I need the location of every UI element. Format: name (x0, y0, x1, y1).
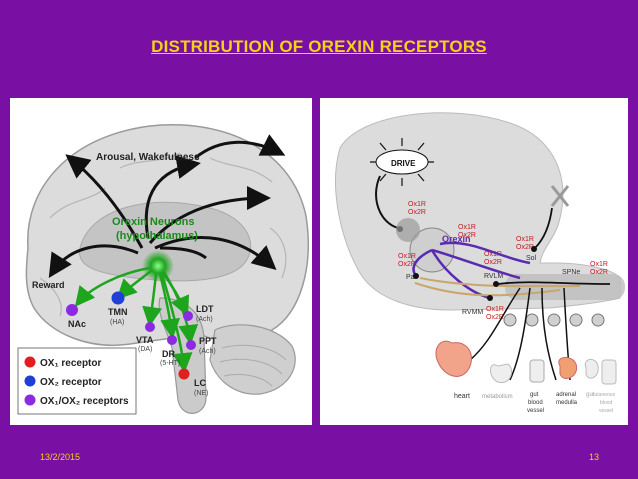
tmn-label: TMN (108, 307, 128, 317)
ldt-label: LDT (196, 304, 214, 314)
orexin-label: Orexin (442, 234, 471, 244)
heart-organ (435, 340, 472, 377)
orexin-label-2: (hypothalamus) (116, 230, 198, 242)
ppt-sub-label: (Ach) (199, 348, 216, 355)
cutaneous-label-3: vessel (599, 408, 613, 414)
adrenal-label-2: medulla (556, 400, 578, 406)
ox2r-label-a: Ox2R (408, 209, 426, 216)
corpus-shape (79, 201, 252, 282)
ppt-node (186, 340, 196, 350)
ox1r-label-b: Ox1R (458, 224, 476, 231)
tmn-node (111, 291, 125, 305)
sol-label: Sol (526, 255, 537, 262)
heart-label: heart (454, 393, 470, 400)
lc-sub-label: (NE) (194, 390, 208, 397)
metabolism-organ (490, 363, 513, 384)
orexin-neuron-glow (142, 250, 174, 282)
ox2r-label-g: Ox2R (590, 269, 608, 276)
vta-label: VTA (136, 335, 154, 345)
ox1r-label-c: Ox1R (398, 253, 416, 260)
vta-node (145, 322, 155, 332)
legend-ox2-label: OX₂ receptor (40, 377, 102, 388)
rvmm-label: RVMM (462, 309, 483, 316)
cutaneous-organ (601, 359, 617, 385)
brain-diagram: Arousal, Wakefulness Orexin Neurons (hyp… (17, 124, 309, 415)
receptor-legend: OX₁ receptor OX₂ receptor OX₁/OX₂ recept… (17, 347, 137, 415)
pa-label: Pa (406, 274, 415, 281)
x-mark-shape (550, 185, 570, 207)
lc-node (178, 368, 190, 380)
cutaneous-label-1: cutaneous (592, 392, 616, 398)
drive-burst: DRIVE (370, 138, 434, 186)
adrenal-label-1: adrenal (556, 392, 576, 398)
legend-ox12-marker (24, 394, 36, 406)
ox1r-label-g: Ox1R (590, 261, 608, 268)
ldt-node (183, 311, 193, 321)
drive-label: DRIVE (391, 159, 416, 168)
gut-vessel-organ (529, 359, 545, 383)
dr-node (167, 335, 177, 345)
nac-label: NAc (68, 319, 86, 329)
dr-sub-label: (5-HT) (160, 360, 180, 367)
lc-label: LC (194, 378, 206, 388)
ox2r-label-c: Ox2R (398, 261, 416, 268)
vta-sub-label: (DA) (138, 346, 152, 353)
page-number: 13 (589, 452, 600, 462)
dr-label: DR (162, 349, 175, 359)
legend-ox1-marker (24, 356, 36, 368)
ox2r-label-e: Ox2R (486, 314, 504, 321)
ox1r-label-e: Ox1R (486, 306, 504, 313)
gut-label-1: gut (530, 392, 539, 398)
nac-node (66, 304, 78, 316)
spn-label: SPNe (562, 269, 580, 276)
gut-b-label: gut (586, 392, 595, 398)
cerebellum-shape (209, 324, 296, 395)
footer-date: 13/2/2015 (40, 452, 81, 462)
gut-label-2: blood (528, 400, 543, 406)
ppt-label: PPT (199, 336, 217, 346)
legend-ox12-label: OX₁/OX₂ receptors (40, 396, 129, 407)
autonomic-diagram-panel: DRIVE Orexin Ox1R Ox2R Ox1R Ox2R Ox1R Ox… (320, 98, 628, 425)
orexin-label-1: Orexin Neurons (112, 216, 195, 228)
adrenal-organ (558, 357, 578, 379)
ganglia-row (503, 313, 605, 327)
reward-label: Reward (32, 280, 65, 290)
ox1r-label-d: Ox1R (484, 251, 502, 258)
autonomic-diagram: DRIVE Orexin Ox1R Ox2R Ox1R Ox2R Ox1R Ox… (335, 112, 625, 414)
legend-ox1-label: OX₁ receptor (40, 358, 101, 369)
tmn-sub-label: (HA) (110, 319, 124, 326)
gut-b-organ (584, 359, 599, 379)
metabolism-label: metabolism (482, 394, 513, 400)
ox2r-label-d: Ox2R (484, 259, 502, 266)
rvlm-label: RVLM (484, 273, 503, 280)
arousal-label: Arousal, Wakefulness (96, 152, 200, 163)
ox1r-label-a: Ox1R (408, 201, 426, 208)
ox2r-label-f: Ox2R (516, 244, 534, 251)
slide-title: DISTRIBUTION OF OREXIN RECEPTORS (151, 37, 487, 56)
ox1r-label-f: Ox1R (516, 236, 534, 243)
ox2r-label-b: Ox2R (458, 232, 476, 239)
legend-ox2-marker (24, 375, 36, 387)
ldt-sub-label: (Ach) (196, 316, 213, 323)
gut-label-3: vessel (527, 408, 544, 414)
cutaneous-label-2: blood (600, 400, 612, 406)
brain-diagram-panel: Arousal, Wakefulness Orexin Neurons (hyp… (10, 98, 312, 425)
